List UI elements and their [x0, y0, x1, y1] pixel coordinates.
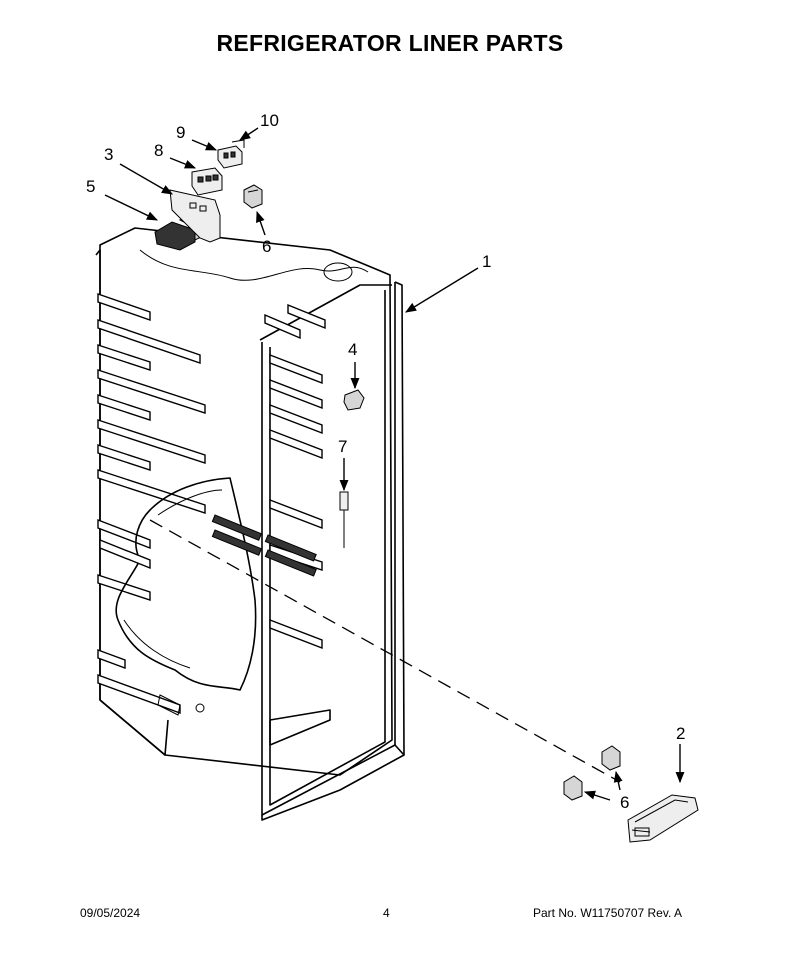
callout-6-top: 6	[262, 237, 271, 256]
leader-9	[191, 139, 218, 151]
leader-5	[104, 194, 159, 221]
callout-8: 8	[154, 141, 163, 160]
callout-5: 5	[86, 177, 95, 196]
part-2-drain-trough	[627, 794, 699, 843]
refrigerator-liner	[95, 227, 405, 821]
part-3-bracket	[169, 189, 221, 243]
callout-10: 10	[260, 111, 279, 130]
page-title: REFRIGERATOR LINER PARTS	[216, 30, 564, 56]
footer-date: 09/05/2024	[80, 906, 141, 920]
assembly-centerline	[149, 519, 621, 783]
part-9-module	[217, 145, 243, 169]
leader-6-lower-a	[613, 770, 623, 791]
footer-page-number: 4	[383, 906, 390, 920]
callout-7: 7	[338, 437, 347, 456]
leader-3	[119, 163, 173, 195]
leader-10	[239, 127, 259, 141]
leader-1	[405, 267, 479, 313]
leader-8	[169, 157, 197, 169]
part-4-bracket	[343, 389, 365, 411]
callout-3: 3	[104, 145, 113, 164]
leader-6-lower-b	[583, 790, 611, 801]
footer-part-number: Part No. W11750707 Rev. A	[533, 906, 682, 920]
callout-1: 1	[482, 252, 491, 271]
part-6-cap-top	[243, 184, 263, 209]
callout-9: 9	[176, 123, 185, 142]
leader-6-top	[256, 210, 266, 236]
part-6-cap-lower-a	[601, 745, 621, 771]
callout-6-lower: 6	[620, 793, 629, 812]
part-8-switch	[191, 167, 223, 196]
callout-2: 2	[676, 724, 685, 743]
callout-4: 4	[348, 340, 357, 359]
part-7-sensor	[339, 491, 349, 548]
part-6-cap-lower-b	[563, 775, 583, 801]
